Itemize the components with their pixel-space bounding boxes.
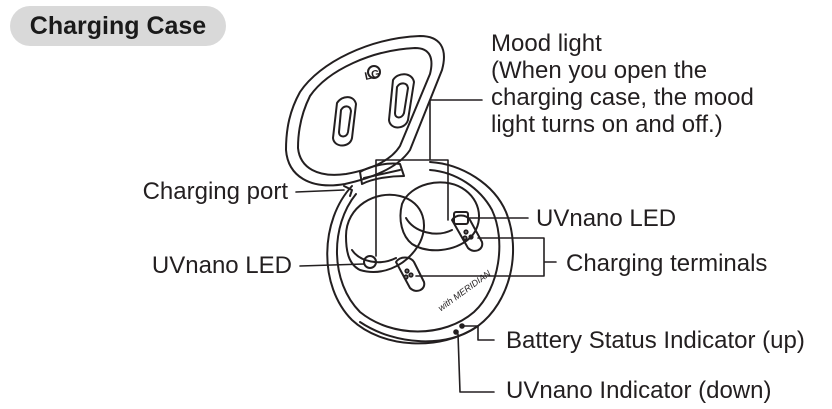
mood-light-line-4: light turns on and off.)	[491, 111, 723, 138]
lid-logo: LG	[364, 68, 381, 83]
leader-mood-light	[375, 99, 483, 257]
leader-uvnano-indicator	[457, 333, 495, 393]
leader-charging-terminals	[415, 237, 557, 277]
leader-battery-status	[463, 325, 495, 341]
callout-uvnano-led-right: UVnano LED	[536, 205, 677, 232]
lid-inner-rim	[297, 47, 433, 176]
lid-recess-left	[332, 96, 357, 147]
callout-battery-status-indicator: Battery Status Indicator (up)	[506, 327, 805, 354]
base-bottom-edge	[359, 321, 479, 343]
lid-logo-circle	[367, 65, 381, 79]
callout-uvnano-indicator: UVnano Indicator (down)	[506, 377, 772, 404]
brand-mark: with MERIDIAN	[436, 268, 493, 313]
lid-recess-right-inner	[394, 82, 409, 119]
earbud-right-tip	[405, 217, 453, 235]
case-hinge	[359, 162, 405, 185]
callout-charging-port: Charging port	[142, 178, 288, 205]
callout-charging-terminals: Charging terminals	[566, 250, 768, 277]
leader-lines	[295, 99, 557, 393]
case-lid	[285, 35, 445, 187]
section-title-pill: Charging Case	[10, 6, 226, 46]
mood-light-line-1: Mood light	[491, 30, 602, 57]
leader-uvnano-led-left	[299, 263, 365, 267]
lid-recess-right	[388, 73, 415, 129]
uvnano-led-left-marker	[363, 255, 377, 269]
section-title: Charging Case	[29, 11, 207, 40]
charging-port-notch	[343, 185, 353, 197]
leader-charging-port	[295, 189, 345, 193]
earbud-left	[345, 193, 425, 273]
lid-outer-shell	[285, 35, 445, 187]
stem-slot-left	[395, 256, 426, 292]
uvnano-indicator-dot	[453, 329, 459, 335]
lid-recess-left-inner	[338, 105, 352, 138]
callout-uvnano-led-left: UVnano LED	[151, 252, 292, 279]
case-base	[326, 161, 514, 345]
stem-slot-right	[451, 214, 484, 252]
base-inner-rim	[336, 169, 501, 333]
earbud-left-tip	[351, 249, 397, 264]
mood-light-line-3: charging case, the mood	[491, 84, 754, 111]
callout-mood-light: Mood light (When you open the charging c…	[491, 30, 754, 138]
uvnano-led-right-marker	[453, 211, 469, 225]
mood-light-line-2: (When you open the	[491, 57, 708, 84]
